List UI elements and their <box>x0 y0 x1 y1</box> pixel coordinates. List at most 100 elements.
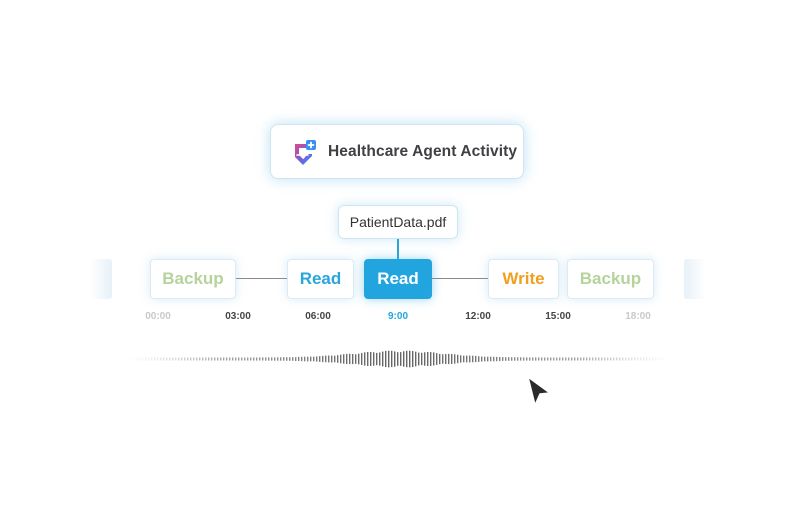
waveform-bar <box>154 357 156 361</box>
waveform-bar <box>502 357 504 361</box>
agent-activity-title: Healthcare Agent Activity <box>328 143 518 160</box>
waveform-bar <box>208 357 210 361</box>
event-read-active[interactable]: Read <box>364 259 432 299</box>
event-backup[interactable]: Backup <box>150 259 236 299</box>
waveform-bar <box>400 352 402 366</box>
waveform-bar <box>664 358 665 361</box>
file-connector-line <box>397 239 399 260</box>
waveform-bar <box>265 357 267 361</box>
waveform-bar <box>217 357 219 361</box>
event-read[interactable]: Read <box>287 259 354 299</box>
waveform-bar <box>472 355 474 363</box>
waveform-bar <box>520 357 522 361</box>
waveform-bar <box>541 357 543 361</box>
waveform-bar <box>643 357 645 361</box>
waveform-bar <box>418 352 420 366</box>
waveform-bar <box>532 357 534 361</box>
time-tick-label: 06:00 <box>305 311 331 322</box>
waveform-bar <box>271 357 273 361</box>
waveform-bar <box>307 356 309 362</box>
waveform-bar <box>646 357 648 361</box>
time-tick-label-active: 9:00 <box>387 311 408 322</box>
waveform-bar <box>157 357 159 361</box>
waveform-bar <box>328 355 330 363</box>
waveform-bar <box>427 352 429 366</box>
waveform-bar <box>220 357 222 361</box>
waveform-bar <box>607 357 609 361</box>
waveform-bar <box>310 356 312 362</box>
waveform-bar <box>586 357 588 361</box>
waveform-bar <box>196 357 198 361</box>
event-backup[interactable]: Backup <box>567 259 654 299</box>
waveform-bar <box>562 357 564 361</box>
waveform-bar <box>190 357 192 361</box>
waveform-bar <box>325 355 327 363</box>
time-tick-label: 03:00 <box>225 311 251 322</box>
waveform-bar <box>610 357 612 361</box>
waveform-bar <box>319 356 321 362</box>
timeline-scrubber-waveform[interactable] <box>128 344 668 374</box>
time-tick-label: 12:00 <box>465 311 491 322</box>
waveform-bar <box>280 357 282 361</box>
waveform-bar <box>205 357 207 361</box>
waveform-bar <box>199 357 201 361</box>
waveform-bar <box>466 355 468 363</box>
waveform-bar <box>475 355 477 363</box>
waveform-bar <box>421 352 423 366</box>
waveform-bar <box>361 352 363 365</box>
waveform-bar <box>295 357 297 361</box>
waveform-bar <box>484 356 486 362</box>
waveform-bar <box>649 357 651 361</box>
waveform-bar <box>499 357 501 362</box>
waveform-bar <box>286 357 288 361</box>
waveform-bar <box>277 357 279 361</box>
waveform-bar <box>355 354 357 364</box>
waveform-bar <box>403 351 405 367</box>
waveform-bar <box>259 357 261 361</box>
waveform-bar <box>550 357 552 361</box>
waveform-bar <box>304 356 306 362</box>
waveform-bar <box>331 355 333 363</box>
waveform-bar <box>580 357 582 361</box>
waveform-bar <box>388 350 390 368</box>
waveform-bar <box>481 356 483 362</box>
waveform-bar <box>505 357 507 361</box>
waveform-bar <box>631 357 633 361</box>
waveform-bar <box>211 357 213 361</box>
waveform-bar <box>448 353 450 365</box>
event-write[interactable]: Write <box>488 259 559 299</box>
waveform-bar <box>601 357 603 361</box>
waveform-bar <box>589 357 591 361</box>
waveform-bar <box>214 357 216 361</box>
waveform-bar <box>166 357 168 361</box>
waveform-bar <box>424 352 426 366</box>
waveform-bar <box>442 354 444 364</box>
waveform-bar <box>415 351 417 367</box>
waveform-bar <box>577 357 579 361</box>
waveform-bar <box>412 351 414 367</box>
waveform-bar <box>193 357 195 361</box>
waveform-bar <box>478 356 480 362</box>
waveform-bar <box>544 357 546 361</box>
waveform-bar <box>262 357 264 361</box>
waveform-bar <box>526 357 528 361</box>
waveform-bar <box>619 357 621 361</box>
timeline-connector <box>432 278 488 279</box>
waveform-bar <box>490 356 492 362</box>
waveform-bar <box>628 357 630 361</box>
time-tick-label: 00:00 <box>145 311 171 322</box>
waveform-bar <box>430 352 432 366</box>
waveform-bar <box>172 357 174 361</box>
waveform-bar <box>637 357 639 361</box>
waveform-bar <box>250 357 252 361</box>
patient-data-file-chip[interactable]: PatientData.pdf <box>338 205 458 239</box>
waveform-bar <box>163 357 165 361</box>
waveform-bar <box>565 357 567 361</box>
waveform-bar <box>517 357 519 361</box>
waveform-bar <box>622 357 624 361</box>
waveform-bar <box>133 358 134 361</box>
waveform-bar <box>553 357 555 361</box>
waveform-bar <box>493 356 495 362</box>
waveform-bar <box>559 357 561 361</box>
waveform-bar <box>202 357 204 361</box>
